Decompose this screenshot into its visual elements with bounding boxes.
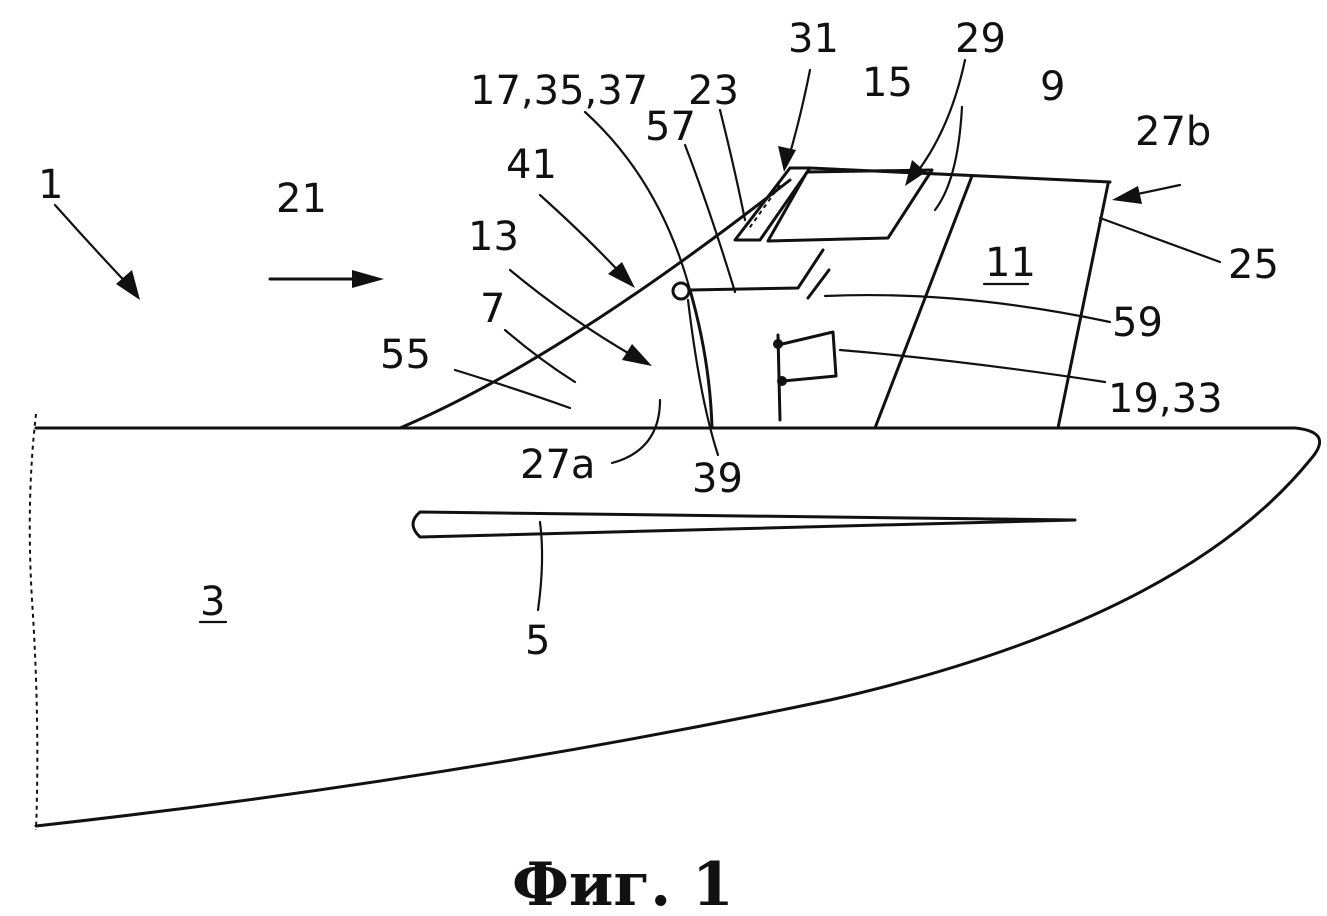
leader-59 — [823, 293, 1112, 324]
body-13-top-edge — [688, 248, 825, 292]
leader-7 — [503, 328, 577, 384]
fin-11-leading-edge — [873, 174, 974, 430]
label-5: 5 — [525, 618, 550, 664]
label-57: 57 — [645, 104, 696, 150]
slot-5 — [411, 510, 1077, 539]
hull-body — [28, 413, 1322, 831]
arrow-31 — [778, 68, 812, 172]
label-11: 11 — [985, 240, 1036, 286]
label-27a: 27a — [520, 442, 595, 488]
label-29: 29 — [955, 16, 1006, 62]
leader-55 — [453, 368, 572, 410]
fin-11 — [873, 174, 1110, 430]
actuator-pivot-top — [773, 339, 783, 349]
leader-27a — [610, 398, 662, 465]
leader-lines — [453, 105, 1222, 612]
leader-17-35-37 — [583, 110, 692, 292]
leader-39 — [686, 298, 720, 457]
label-17-35-37: 17,35,37 — [470, 68, 648, 114]
label-55: 55 — [380, 332, 431, 378]
label-9: 9 — [1040, 64, 1065, 110]
inner-bracket-59 — [806, 268, 831, 300]
label-19-33: 19,33 — [1108, 376, 1223, 422]
actuator-pivot-bottom — [777, 376, 787, 386]
label-15: 15 — [862, 60, 913, 106]
labels: 1 21 13 41 7 55 27a 39 17,35,37 57 23 31… — [38, 16, 1279, 664]
flow-arrow-21 — [268, 270, 384, 288]
label-27b: 27b — [1135, 109, 1211, 155]
arrow-13 — [508, 268, 652, 366]
fin-11-trailing-edge — [1056, 182, 1110, 430]
label-3: 3 — [200, 579, 225, 625]
label-41: 41 — [506, 142, 557, 188]
fairing-curve-55 — [398, 178, 792, 430]
arrow-27b — [1112, 183, 1182, 204]
leader-5 — [536, 520, 544, 612]
body-13-front-edge — [688, 288, 714, 430]
leader-23 — [718, 108, 747, 222]
arrow-1 — [53, 203, 140, 300]
label-1: 1 — [38, 162, 63, 208]
leader-19-33 — [838, 348, 1107, 384]
hull-outline — [34, 426, 1322, 828]
label-13: 13 — [468, 214, 519, 260]
actuator-19-33 — [773, 330, 838, 386]
figure-caption: Фиг. 1 — [512, 850, 734, 916]
leader-9 — [933, 105, 964, 212]
label-39: 39 — [692, 456, 743, 502]
hull-break-line — [28, 413, 39, 831]
label-23: 23 — [688, 68, 739, 114]
label-59: 59 — [1112, 300, 1163, 346]
arrow-29 — [905, 58, 967, 186]
element-23 — [733, 166, 812, 242]
actuator-body — [776, 330, 838, 383]
label-7: 7 — [480, 286, 505, 332]
top-edge — [808, 166, 1112, 184]
leader-25 — [1098, 216, 1222, 264]
label-31: 31 — [788, 16, 839, 62]
hinge-39 — [671, 281, 691, 301]
label-25: 25 — [1228, 242, 1279, 288]
leader-57 — [683, 143, 737, 294]
label-21: 21 — [276, 176, 327, 222]
arrow-41 — [538, 193, 635, 288]
